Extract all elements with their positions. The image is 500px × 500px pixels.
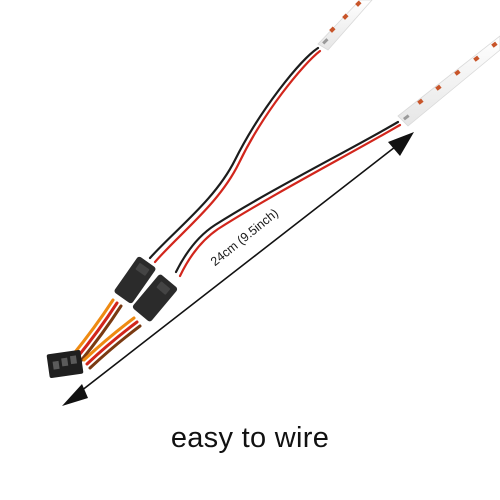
- connector-housing-a: [114, 256, 156, 304]
- led-strip-upper: [317, 0, 373, 51]
- servo-plug-connector: [46, 350, 84, 378]
- wire-pair-left: [148, 46, 322, 264]
- connector-housing-b: [132, 274, 178, 322]
- dimension-arrow-icon: [62, 132, 414, 406]
- wire-pair-right: [174, 120, 402, 278]
- servo-wire-bundle: [70, 298, 142, 370]
- caption-text: easy to wire: [170, 422, 330, 454]
- led-strip-lower: [397, 35, 500, 127]
